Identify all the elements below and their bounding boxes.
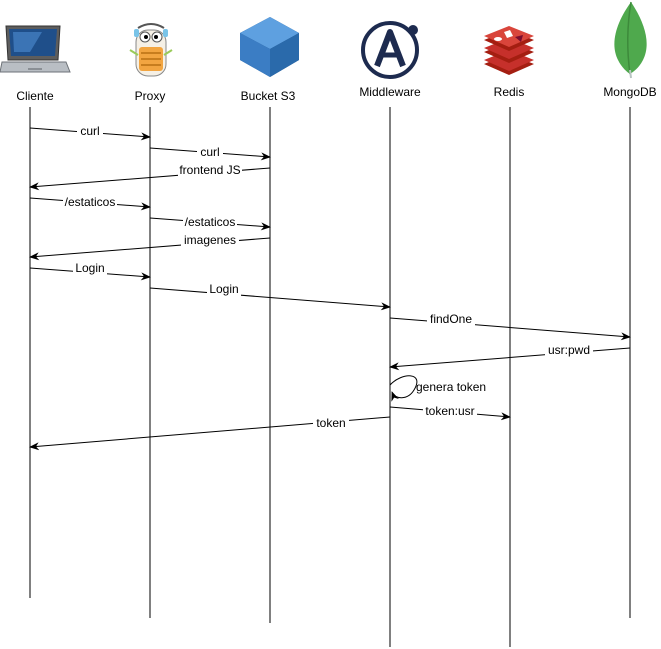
message-token-usr-to-redis: token:usr (389, 404, 511, 421)
message-estaticos-proxy-to-bucket: /estaticos (149, 215, 271, 231)
message-login-proxy-to-middleware: Login (149, 282, 391, 311)
message-findone: findOne (389, 312, 631, 341)
svg-text:findOne: findOne (430, 312, 472, 326)
svg-text:Login: Login (75, 261, 104, 275)
message-usr-pwd: usr:pwd (389, 343, 631, 371)
laptop-icon (0, 25, 71, 73)
gopher-proxy-icon (129, 23, 173, 77)
actor-label-redis: Redis (494, 85, 525, 99)
svg-text:token: token (316, 416, 345, 430)
svg-text:/estaticos: /estaticos (65, 195, 116, 209)
message-frontend-js: frontend JS (29, 163, 271, 191)
actor-label-bucket-s3: Bucket S3 (241, 89, 296, 103)
svg-text:frontend JS: frontend JS (179, 163, 240, 177)
middleware-a-logo-icon (361, 21, 419, 79)
message-curl-client-to-proxy: curl (29, 124, 151, 141)
message-curl-proxy-to-bucket: curl (149, 145, 271, 161)
mongodb-leaf-icon (614, 1, 647, 79)
svg-text:curl: curl (80, 124, 99, 138)
svg-text:genera token: genera token (416, 380, 486, 394)
message-token-to-client: token (29, 416, 391, 451)
message-login-client-to-proxy: Login (29, 261, 151, 281)
message-imagenes: imagenes (29, 233, 271, 261)
message-estaticos-client-to-proxy: /estaticos (29, 195, 151, 211)
actor-label-middleware: Middleware (359, 85, 421, 99)
svg-text:Login: Login (209, 282, 238, 296)
svg-text:usr:pwd: usr:pwd (548, 343, 590, 357)
redis-icon (484, 26, 534, 75)
svg-text:imagenes: imagenes (184, 233, 236, 247)
svg-text:curl: curl (200, 145, 219, 159)
actor-label-proxy: Proxy (135, 89, 166, 103)
actor-label-cliente: Cliente (16, 89, 54, 103)
actor-label-mongodb: MongoDB (603, 85, 656, 99)
svg-text:token:usr: token:usr (425, 404, 474, 418)
s3-bucket-icon (240, 17, 299, 77)
message-genera-token-self: genera token (389, 375, 486, 402)
svg-text:/estaticos: /estaticos (185, 215, 236, 229)
